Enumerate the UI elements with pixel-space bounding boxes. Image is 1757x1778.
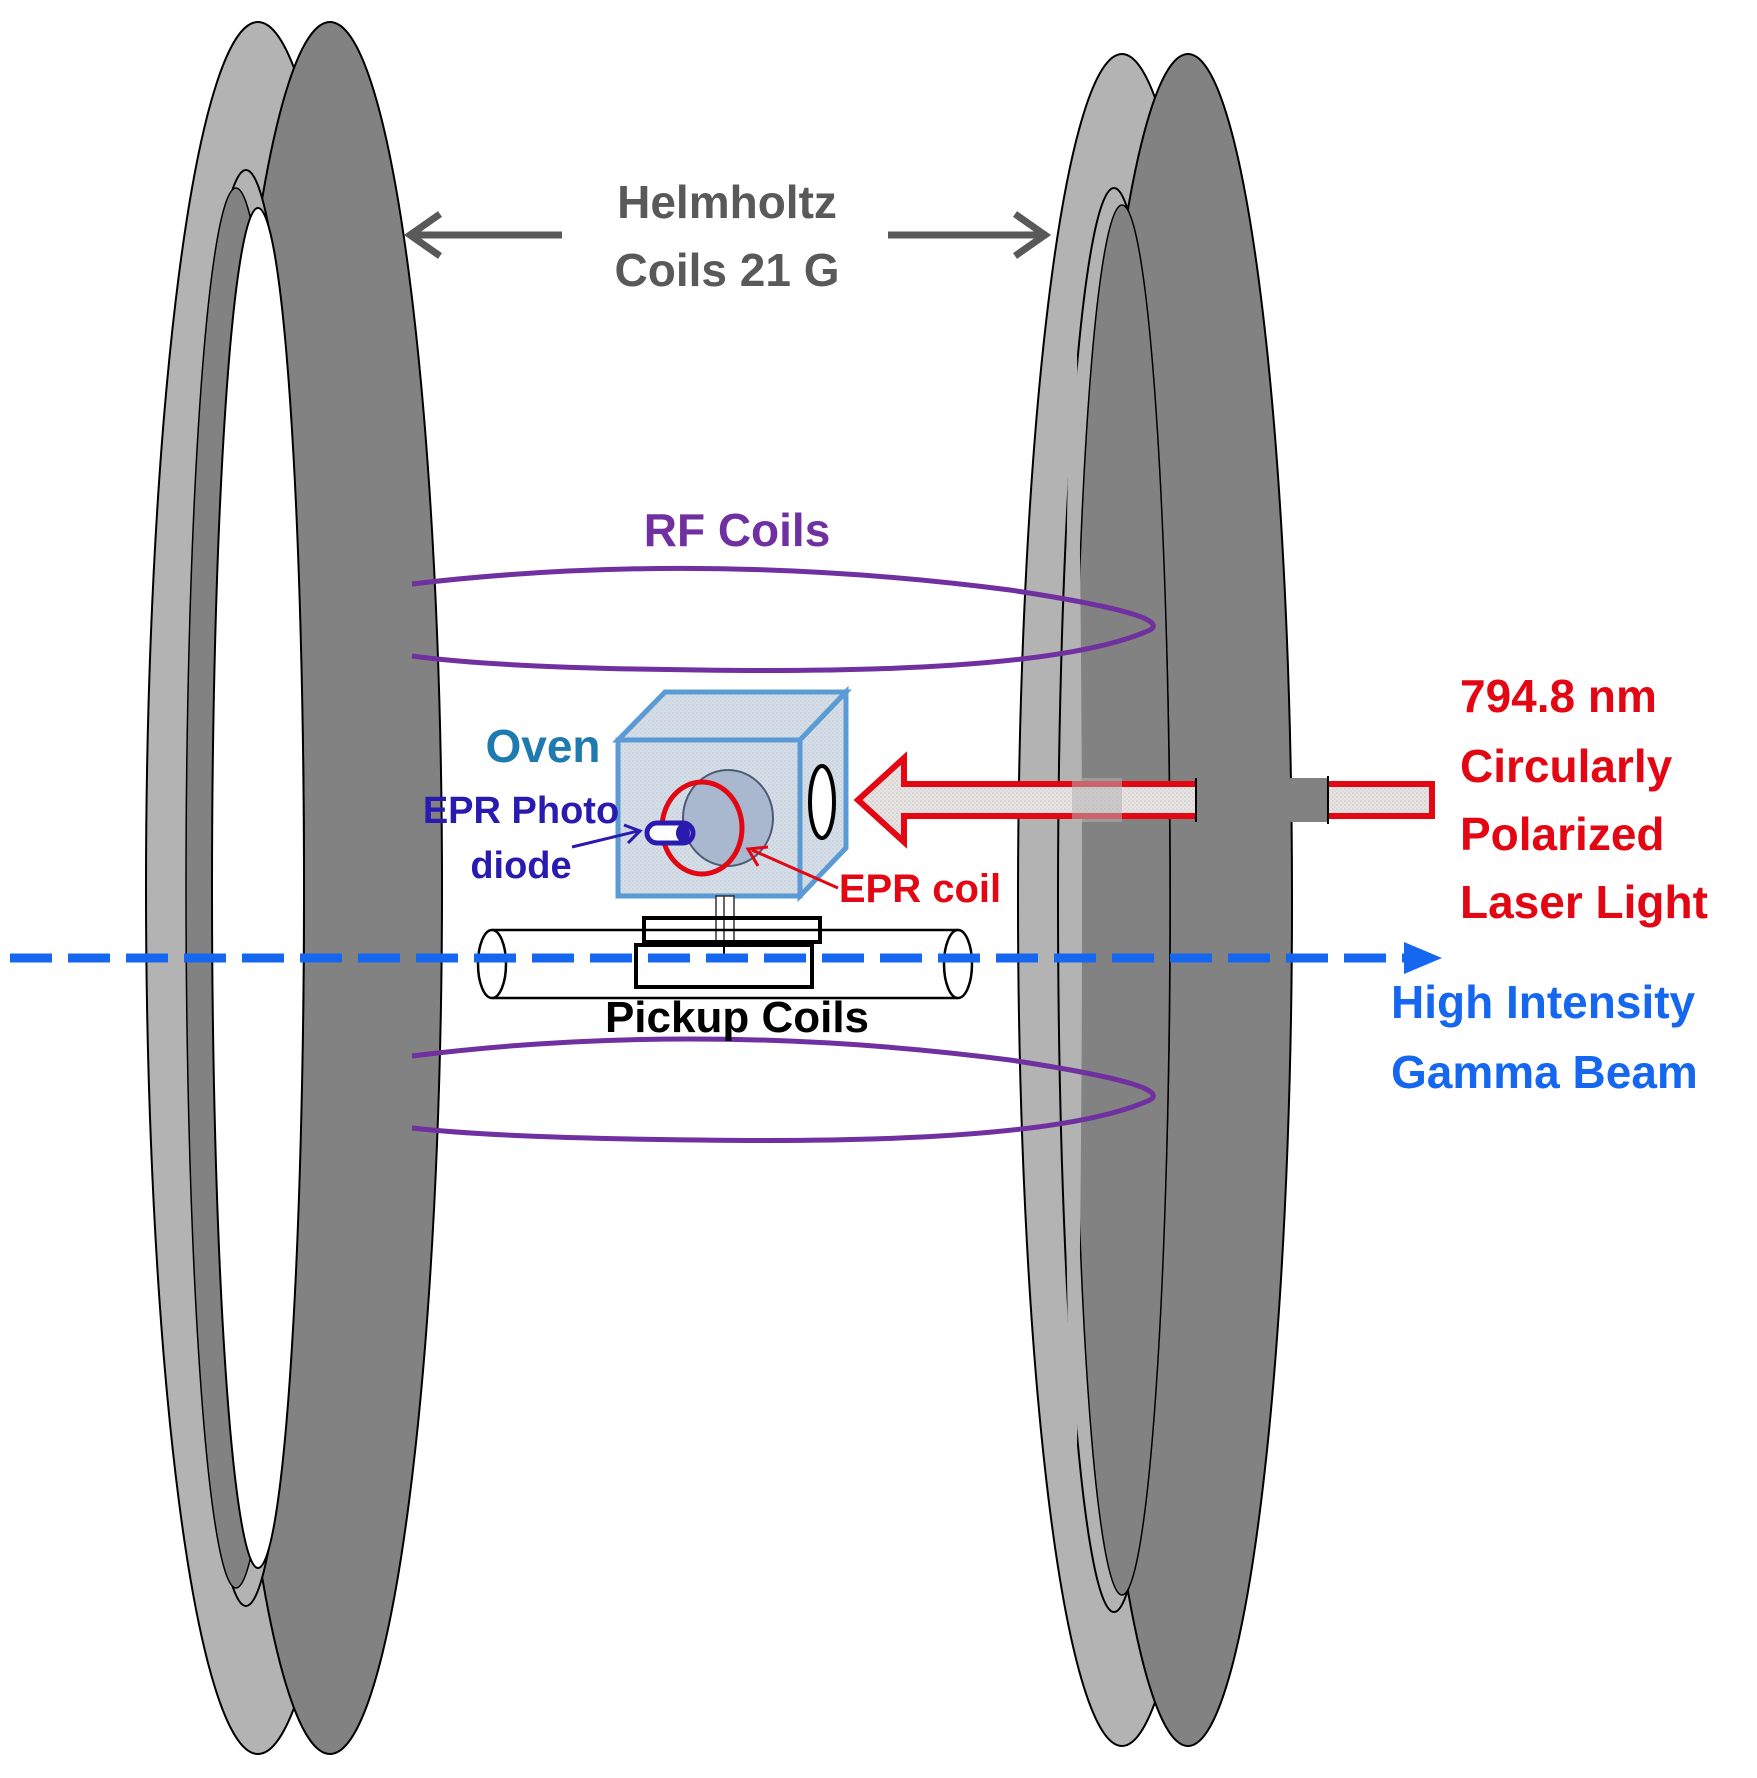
laser-label-line1: 794.8 nm [1460,670,1657,722]
epr-coil-label: EPR coil [839,867,1001,911]
rf-coils-label: RF Coils [644,504,831,556]
gamma-beam-label-line2: Gamma Beam [1391,1046,1698,1098]
epr-photodiode-label-line1: EPR Photo [423,790,619,832]
rf-coil-top [411,565,1156,673]
right-helmholtz-coil [1017,53,1293,1747]
epr-photodiode-label-line2: diode [470,845,571,887]
helmholtz-label-line1: Helmholtz [617,176,837,228]
rf-coils: RF Coils [411,504,1156,1143]
laser-label-line3: Polarized [1460,808,1665,860]
epr-photodiode-label-group: EPR Photo diode [423,790,643,887]
pickup-coils: Pickup Coils [476,916,974,1042]
left-helmholtz-coil [145,21,443,1755]
gamma-beam-arrowhead [1404,942,1442,974]
laser-label-line4: Laser Light [1460,876,1708,928]
laser-arrow [853,751,1435,849]
gamma-beam-label-line1: High Intensity [1391,976,1696,1028]
laser-label-group: 794.8 nm Circularly Polarized Laser Ligh… [1460,670,1708,928]
oven: Oven [485,685,852,947]
epr-coil-label-group: EPR coil [745,845,1001,911]
helmholtz-label-group: Helmholtz Coils 21 G [403,176,1052,296]
gamma-beam: High Intensity Gamma Beam [10,942,1698,1098]
right-coil-front-overlay [1072,776,1329,824]
pickup-coils-label: Pickup Coils [605,993,869,1042]
oven-label: Oven [485,720,600,772]
rf-coil-bottom [411,1036,1156,1143]
helmholtz-label-line2: Coils 21 G [615,244,840,296]
laser-label-line2: Circularly [1460,740,1673,792]
